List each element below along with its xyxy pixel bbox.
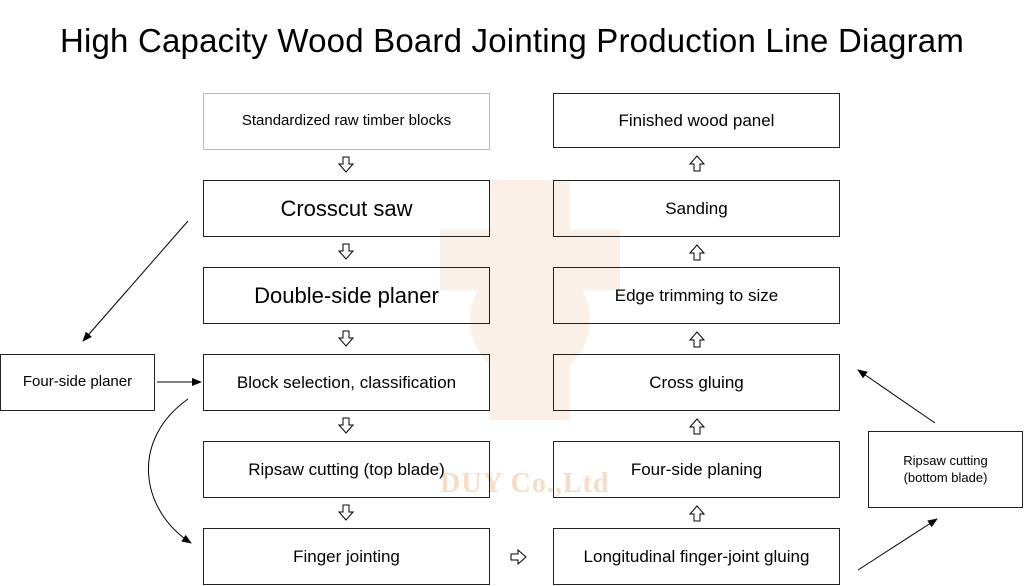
step-raw-timber-blocks: Standardized raw timber blocks <box>203 93 490 150</box>
up-arrow-icon <box>689 505 705 522</box>
step-crosscut-saw: Crosscut saw <box>203 180 490 237</box>
arrow-to-cross-gluing <box>857 369 936 424</box>
step-finger-jointing: Finger jointing <box>203 528 490 585</box>
up-arrow-icon <box>689 418 705 435</box>
step-double-side-planer: Double-side planer <box>203 267 490 324</box>
side-four-side-planer: Four-side planer <box>0 354 155 411</box>
up-arrow-icon <box>689 244 705 261</box>
step-sanding: Sanding <box>553 180 840 237</box>
arrow-to-finger-jointing <box>147 398 192 544</box>
down-arrow-icon <box>338 330 354 347</box>
down-arrow-icon <box>338 417 354 434</box>
down-arrow-icon <box>338 243 354 260</box>
arrow-to-four-side-planer <box>82 220 189 342</box>
diagram-title: High Capacity Wood Board Jointing Produc… <box>59 22 965 59</box>
step-edge-trimming: Edge trimming to size <box>553 267 840 324</box>
up-arrow-icon <box>689 331 705 348</box>
arrow-to-ripsaw-bottom <box>857 518 938 571</box>
gear-watermark-icon <box>440 180 620 420</box>
step-ripsaw-top: Ripsaw cutting (top blade) <box>203 441 490 498</box>
step-four-side-planing: Four-side planing <box>553 441 840 498</box>
watermark-text: DUY Co.,Ltd <box>440 468 610 499</box>
down-arrow-icon <box>338 156 354 173</box>
step-longitudinal-gluing: Longitudinal finger-joint gluing <box>553 528 840 585</box>
down-arrow-icon <box>338 504 354 521</box>
side-ripsaw-bottom: Ripsaw cutting (bottom blade) <box>868 431 1023 508</box>
right-arrow-icon <box>510 549 527 565</box>
step-cross-gluing: Cross gluing <box>553 354 840 411</box>
step-block-selection: Block selection, classification <box>203 354 490 411</box>
step-finished-panel: Finished wood panel <box>553 93 840 148</box>
up-arrow-icon <box>689 155 705 172</box>
